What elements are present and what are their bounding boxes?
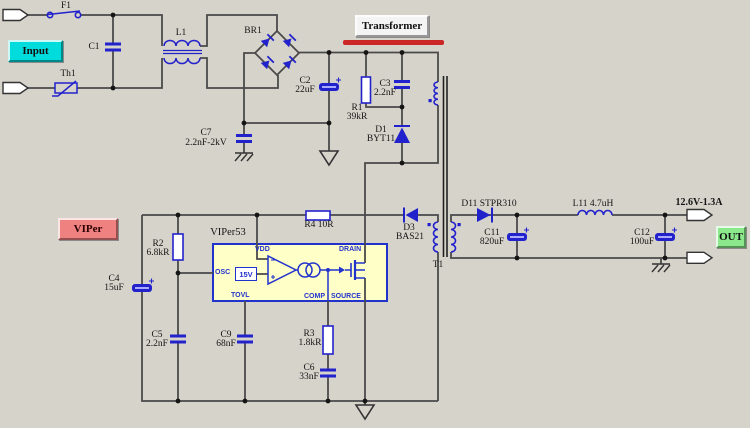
label-c11-value: 820uF bbox=[479, 237, 505, 247]
diode-d3-symbol bbox=[403, 207, 418, 223]
cap-c3-symbol bbox=[394, 80, 410, 89]
label-c2-value: 22uF bbox=[295, 85, 315, 95]
label-c1: C1 bbox=[88, 42, 100, 52]
pin-comp: COMP bbox=[304, 293, 325, 300]
input-terminal-top bbox=[2, 8, 29, 22]
label-c5-ref: C5 bbox=[151, 330, 163, 340]
label-r2-ref: R2 bbox=[152, 239, 164, 249]
label-c6-ref: C6 bbox=[303, 363, 315, 373]
earth-c7-icon bbox=[234, 152, 254, 162]
label-r1-value: 39kR bbox=[346, 112, 368, 122]
pin-osc: OSC bbox=[215, 269, 231, 276]
label-c7-value: 2.2nF-2kV bbox=[185, 138, 227, 148]
label-d1-ref: D1 bbox=[375, 125, 387, 135]
label-c7-ref: C7 bbox=[200, 128, 212, 138]
label-c9-value: 68nF bbox=[216, 339, 236, 349]
bridge-br1-symbol bbox=[259, 33, 297, 71]
input-terminal-bottom bbox=[2, 81, 29, 95]
viper-button[interactable]: VIPer bbox=[58, 218, 118, 240]
viper53-internals bbox=[267, 254, 365, 301]
label-c3-value: 2.2nF bbox=[374, 88, 396, 98]
output-rating: 12.6V-1.3A bbox=[675, 197, 723, 208]
output-terminal-top bbox=[686, 208, 713, 222]
resistor-r4-symbol bbox=[305, 210, 331, 221]
pin-drain: DRAIN bbox=[339, 246, 362, 253]
fuse-f1-symbol bbox=[46, 10, 82, 19]
label-c12-value: 100uF bbox=[629, 237, 655, 247]
resistor-r3-symbol bbox=[322, 325, 334, 355]
cap-c2-symbol bbox=[318, 76, 342, 92]
diode-d11-symbol bbox=[477, 207, 493, 223]
label-c11-ref: C11 bbox=[484, 228, 500, 238]
thermistor-th1-symbol bbox=[52, 80, 78, 97]
cap-c1-symbol bbox=[105, 42, 121, 52]
label-c3-ref: C3 bbox=[379, 79, 391, 89]
label-d3-value: BAS21 bbox=[396, 232, 424, 242]
label-c6-value: 33nF bbox=[299, 372, 319, 382]
label-r1-ref: R1 bbox=[351, 103, 363, 113]
label-c4-ref: C4 bbox=[108, 274, 120, 284]
label-l11: L11 4.7uH bbox=[572, 199, 614, 209]
output-terminal-bottom bbox=[686, 251, 713, 264]
label-d3-ref: D3 bbox=[403, 223, 415, 233]
ground-primary-icon bbox=[319, 150, 339, 166]
label-th1: Th1 bbox=[60, 69, 76, 79]
label-c5-value: 2.2nF bbox=[146, 339, 168, 349]
circuit-wires bbox=[25, 14, 687, 405]
junction-dots bbox=[110, 12, 668, 404]
label-d1-value: BYT11 bbox=[366, 134, 396, 144]
label-r3-value: 1.8kR bbox=[298, 338, 322, 348]
inductor-l11-symbol bbox=[577, 209, 613, 216]
label-f1: F1 bbox=[60, 1, 72, 11]
label-r2-value: 6.8kR bbox=[146, 248, 170, 258]
label-l1: L1 bbox=[175, 28, 187, 38]
cap-c4-symbol bbox=[131, 277, 155, 293]
pin-vdd: VDD bbox=[255, 246, 270, 253]
out-button[interactable]: OUT bbox=[716, 226, 746, 248]
internal-regulator-box: 15V bbox=[235, 267, 257, 281]
transformer-t1-symbol bbox=[427, 76, 461, 257]
choke-l1-symbol bbox=[163, 39, 202, 65]
label-r3-ref: R3 bbox=[303, 329, 315, 339]
label-r4: R4 10R bbox=[304, 220, 334, 230]
label-c9-ref: C9 bbox=[220, 330, 232, 340]
cap-c5-symbol bbox=[170, 334, 186, 344]
pin-source: SOURCE bbox=[331, 293, 361, 300]
cap-c12-symbol bbox=[654, 226, 678, 242]
label-viper53: VIPer53 bbox=[210, 227, 246, 238]
label-t1: T1 bbox=[432, 260, 444, 270]
label-br1: BR1 bbox=[244, 26, 262, 36]
resistor-r2-symbol bbox=[172, 233, 184, 261]
earth-output-icon bbox=[651, 263, 671, 273]
resistor-r1-symbol bbox=[360, 76, 372, 104]
diode-d1-symbol bbox=[394, 125, 410, 143]
pin-tovl: TOVL bbox=[231, 292, 250, 299]
ground-source-icon bbox=[355, 404, 375, 420]
cap-c7-symbol bbox=[236, 134, 252, 143]
label-d11: D11 STPR310 bbox=[461, 199, 517, 209]
label-c2-ref: C2 bbox=[299, 76, 311, 86]
input-button[interactable]: Input bbox=[8, 40, 63, 62]
cap-c11-symbol bbox=[506, 226, 530, 242]
label-c12-ref: C12 bbox=[634, 228, 650, 238]
transformer-button[interactable]: Transformer bbox=[355, 15, 429, 37]
transformer-underline bbox=[343, 40, 444, 45]
label-c4-value: 15uF bbox=[104, 283, 124, 293]
